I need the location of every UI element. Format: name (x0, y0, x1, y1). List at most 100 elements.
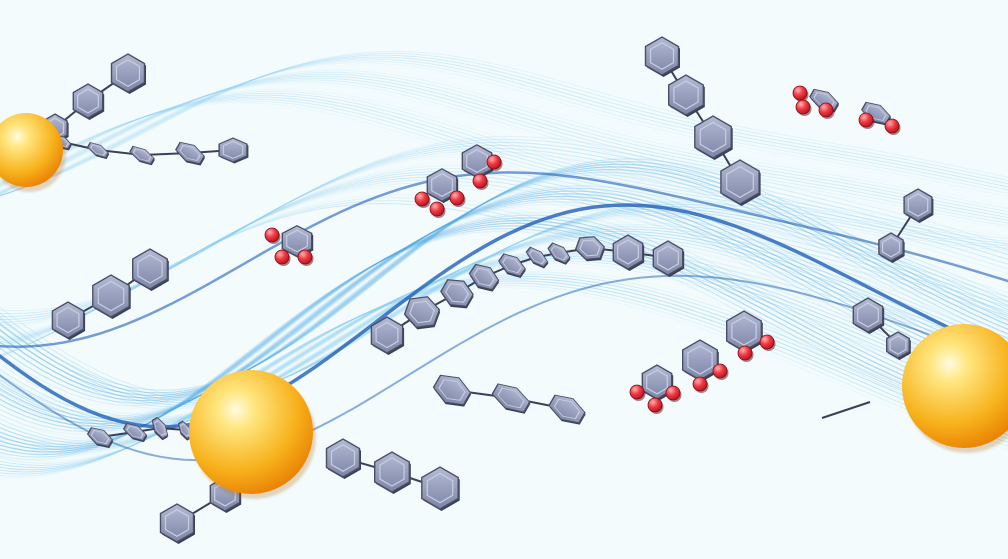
wave-strand (0, 100, 1008, 251)
oxygen-ring-group (858, 101, 901, 135)
wave-strand (0, 52, 1008, 196)
oxygen-atom-icon (759, 334, 775, 350)
hexagon-icon (86, 427, 114, 449)
hexagon-icon (175, 141, 205, 166)
hexagon-icon (72, 83, 105, 120)
bond (821, 401, 871, 419)
oxygen-atom-icon (264, 227, 280, 243)
hexagon-icon (432, 374, 472, 407)
hexagon-icon (574, 236, 606, 262)
oxygen-atom-icon (274, 249, 290, 265)
oxygen-ring-group (414, 168, 466, 218)
oxygen-atom-icon (858, 112, 874, 128)
hexagon-icon (51, 301, 86, 340)
wave-strand (0, 98, 1008, 249)
wave-strand (0, 224, 1008, 419)
hexagon-icon (498, 253, 526, 278)
wave-strand (0, 193, 1008, 425)
hexagon-icon (720, 159, 761, 206)
oxygen-atom-icon (472, 173, 488, 189)
wave-strand (0, 92, 1008, 242)
wave-strand (0, 54, 1008, 197)
wave-strand (0, 90, 1008, 240)
wave-strand (0, 187, 1008, 420)
gold-nanoparticle-icon (189, 370, 316, 499)
oxygen-atom-icon (692, 376, 708, 392)
oxygen-ring-group (682, 339, 729, 393)
wave-strand (0, 166, 1008, 399)
wave-strand (0, 208, 1008, 404)
oxygen-atom-icon (647, 397, 663, 413)
hexagon-icon (129, 145, 155, 166)
hexagon-icon (440, 279, 474, 309)
oxygen-ring-group (726, 310, 776, 362)
gold-sphere (189, 370, 313, 494)
wave-strand (0, 212, 1008, 408)
oxygen-ring-group (629, 364, 682, 414)
gold-sphere (0, 113, 63, 187)
wave-strand (0, 221, 1008, 417)
wave-strand (0, 88, 1008, 237)
hexagon-icon (86, 141, 110, 160)
gold-sphere (902, 324, 1008, 448)
wave-strand (0, 83, 1008, 229)
hexagon-icon (885, 331, 911, 360)
oxygen-atom-icon (712, 363, 728, 379)
hexagon-icon (852, 297, 885, 334)
hexagon-icon (122, 423, 148, 443)
wave-strand (0, 71, 1008, 213)
hexagon-icon (159, 503, 195, 544)
wave-strand (0, 81, 1008, 227)
oxygen-atom-icon (737, 345, 753, 361)
hexagon-icon (612, 234, 645, 271)
gold-nanoparticle-icon (902, 324, 1008, 453)
oxygen-ring-group (461, 144, 503, 190)
wave-strand (0, 171, 1008, 404)
hexagon-icon (374, 451, 411, 494)
hexagon-icon (548, 394, 586, 425)
hexagon-icon (903, 188, 934, 223)
oxygen-atom-icon (818, 102, 834, 118)
hexagon-icon (370, 316, 405, 355)
hexagon-icon (668, 74, 705, 117)
hexagon-icon (652, 240, 685, 277)
wave-strand (0, 56, 1008, 197)
wave-strand (0, 271, 1008, 464)
oxygen-groups (264, 85, 901, 414)
wave-strand (0, 182, 1008, 415)
hexagon-icon (403, 296, 441, 330)
oxygen-atom-icon (297, 249, 313, 265)
wave-strand (0, 168, 1008, 402)
hexagon-icon (325, 438, 361, 479)
oxygen-atom-icon (665, 385, 681, 401)
hexagon-icon (644, 36, 680, 77)
wave-strand (0, 282, 1008, 475)
wave-strand (0, 184, 1008, 417)
gold-nanoparticles (0, 113, 1008, 499)
wave-strand (0, 190, 1008, 422)
oxygen-atom-icon (414, 191, 430, 207)
wave-strand (0, 174, 1008, 407)
wave-strand (0, 96, 1008, 247)
hexagon-icon (218, 137, 249, 164)
hexagon-icon (525, 246, 549, 269)
oxygen-ring-group (792, 85, 839, 119)
hexagon-icon (491, 383, 531, 414)
wave-strand (0, 163, 1008, 397)
wave-strand (0, 77, 1008, 221)
oxygen-atom-icon (792, 85, 808, 101)
wave-strand (0, 50, 1008, 196)
hexagon-icon (694, 115, 733, 160)
wave-strand (0, 79, 1008, 224)
wave-strand (0, 284, 1008, 477)
hexagon-icon (132, 248, 169, 291)
wave-strand (0, 269, 1008, 462)
wave-strand (0, 62, 1008, 197)
oxygen-atom-icon (449, 190, 465, 206)
wave-strand (0, 94, 1008, 245)
wave-strand (0, 210, 1008, 406)
hexagon-icon (468, 263, 500, 292)
wave-strand (0, 214, 1008, 410)
oxygen-ring-group (264, 224, 314, 266)
